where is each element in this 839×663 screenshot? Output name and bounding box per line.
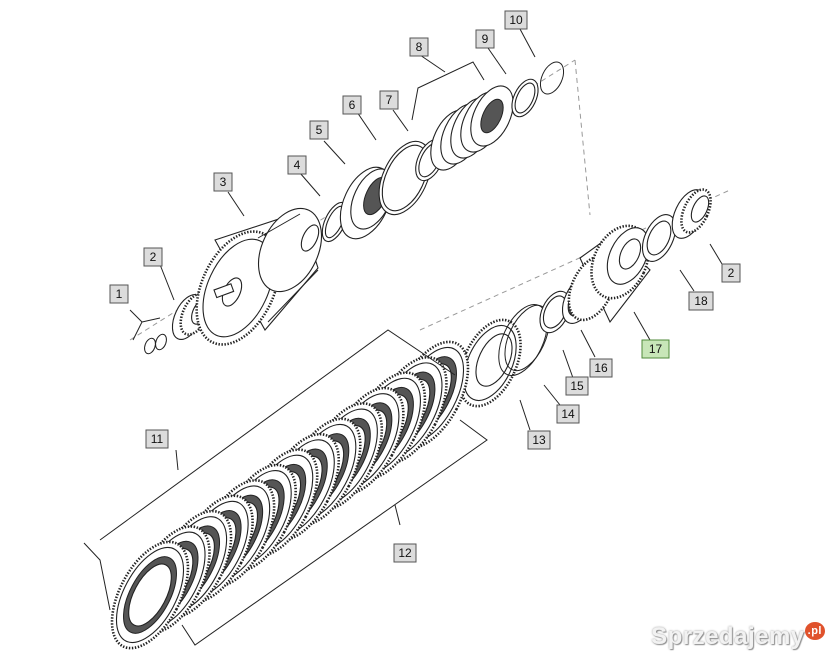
svg-text:14: 14 xyxy=(561,407,575,421)
label-part-10: 10 xyxy=(504,10,528,30)
label-part-2-left: 2 xyxy=(143,247,163,267)
part-2-tapered-bearing-right xyxy=(671,188,712,239)
label-part-7: 7 xyxy=(379,90,399,110)
part-18-ring xyxy=(641,214,677,262)
svg-text:3: 3 xyxy=(220,175,227,189)
part-15-ring xyxy=(539,290,571,334)
label-part-16: 16 xyxy=(589,358,613,378)
part-8-spring-pack xyxy=(430,85,514,171)
svg-text:4: 4 xyxy=(294,158,301,172)
svg-text:17: 17 xyxy=(649,342,663,356)
part-13-backing-plate xyxy=(458,318,522,408)
svg-text:2: 2 xyxy=(150,250,157,264)
leader-lines xyxy=(83,28,723,646)
svg-text:2: 2 xyxy=(728,266,735,280)
svg-text:11: 11 xyxy=(151,432,164,446)
svg-text:8: 8 xyxy=(416,40,423,54)
svg-text:7: 7 xyxy=(386,93,393,107)
clutch-disc xyxy=(110,540,190,650)
label-part-11: 11 xyxy=(145,429,169,449)
part-9-ring xyxy=(511,78,539,118)
watermark-brand: Sprzedajemy xyxy=(651,623,805,650)
svg-text:15: 15 xyxy=(570,379,584,393)
label-part-15: 15 xyxy=(565,376,589,396)
part-1-snap-rings xyxy=(144,333,167,355)
label-part-17: 17 xyxy=(641,339,670,359)
part-3-clutch-drum-gear xyxy=(195,207,323,346)
sprzedajemy-watermark: Sprzedajemy.pl xyxy=(651,622,825,651)
label-part-5: 5 xyxy=(309,120,329,140)
parts-11-12-clutch-disc-stack xyxy=(110,340,470,650)
svg-text:1: 1 xyxy=(116,287,123,301)
svg-text:9: 9 xyxy=(482,32,489,46)
label-part-2-right: 2 xyxy=(721,263,741,283)
label-part-8: 8 xyxy=(409,37,429,57)
label-part-12: 12 xyxy=(393,543,417,563)
part-14-snap-ring xyxy=(498,304,550,376)
svg-text:6: 6 xyxy=(349,98,356,112)
part-17-hub-gear xyxy=(567,224,651,324)
part-labels: 1 2 3 4 5 6 7 8 9 10 11 12 13 14 15 xyxy=(109,10,741,563)
label-part-18: 18 xyxy=(688,291,714,311)
svg-text:5: 5 xyxy=(316,123,323,137)
svg-text:13: 13 xyxy=(532,433,546,447)
part-10-snap-ring xyxy=(539,61,565,95)
svg-text:18: 18 xyxy=(694,294,708,308)
label-part-13: 13 xyxy=(527,430,551,450)
label-part-1: 1 xyxy=(109,284,129,304)
label-part-9: 9 xyxy=(475,29,495,49)
watermark-tld: .pl xyxy=(804,622,825,640)
label-part-6: 6 xyxy=(342,95,362,115)
svg-text:12: 12 xyxy=(398,546,412,560)
svg-text:16: 16 xyxy=(594,361,608,375)
svg-text:10: 10 xyxy=(509,13,523,27)
label-part-3: 3 xyxy=(213,172,233,192)
label-part-4: 4 xyxy=(287,155,307,175)
label-part-14: 14 xyxy=(556,404,580,424)
